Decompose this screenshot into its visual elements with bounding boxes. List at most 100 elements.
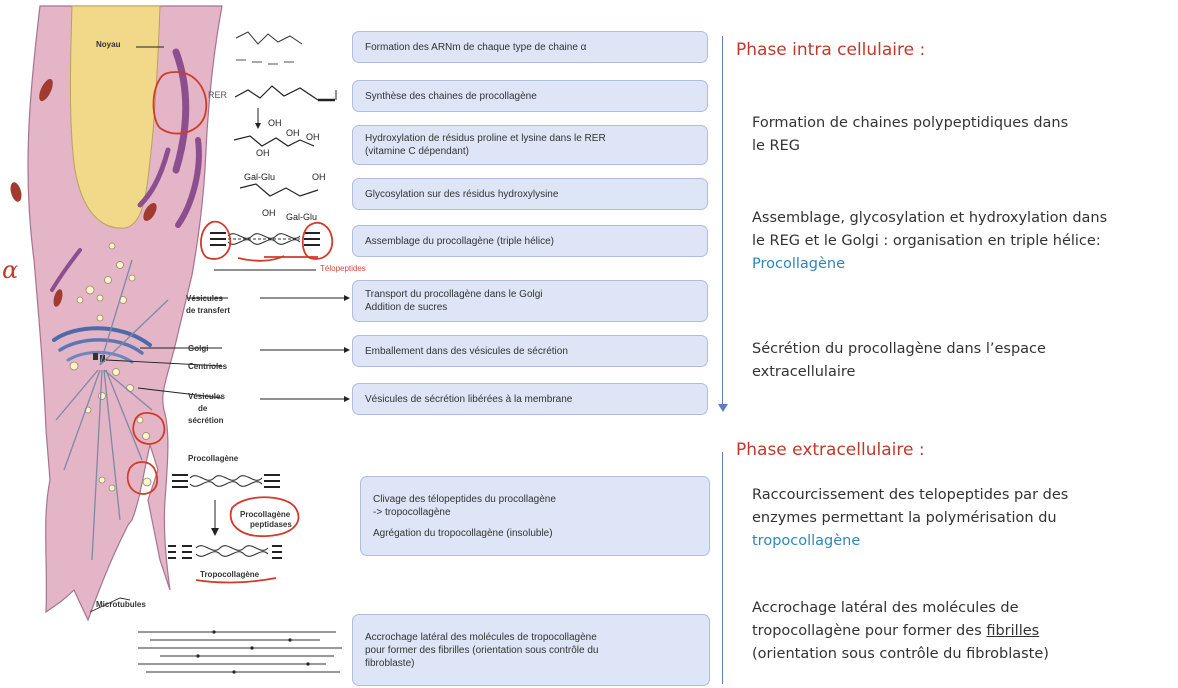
fibrils: [138, 631, 342, 673]
label-secretion-vesicles-1: Vésicules: [188, 392, 225, 401]
label-transfer-vesicles-2: de transfert: [186, 306, 231, 315]
mitochondrion-4: [53, 289, 63, 307]
label-golgi: Golgi: [188, 344, 209, 353]
step-box-10: Accrochage latéral des molécules de trop…: [352, 614, 710, 686]
label-oh-3: OH: [306, 132, 320, 142]
label-oh-4: OH: [256, 148, 270, 158]
step-box-1: Formation des ARNm de chaque type de cha…: [352, 31, 708, 63]
intra-phase-line: [722, 36, 723, 408]
step-text: Assemblage du procollagène (triple hélic…: [365, 235, 554, 247]
desc-line: Formation de chaines polypeptidiques dan…: [752, 115, 1069, 131]
step-text: pour former des fibrilles (orientation s…: [365, 644, 599, 656]
step-text: -> tropocollagène: [373, 506, 451, 518]
centriole-1: [93, 353, 98, 360]
label-procollagen: Procollagène: [188, 454, 239, 463]
step-box-7: Emballement dans des vésicules de sécrét…: [352, 335, 708, 367]
desc-telopeptide-shortening: Raccourcissement des telopeptides par de…: [752, 484, 1068, 553]
procollagen-helix: [227, 233, 301, 245]
label-tropocollagen: Tropocollagène: [200, 570, 260, 579]
desc-line: enzymes permettant la polymérisation du: [752, 510, 1057, 526]
leader-lines: [89, 46, 228, 613]
step-text: Glycosylation sur des résidus hydroxylys…: [365, 188, 559, 200]
fibril-heads: [196, 630, 310, 674]
step-text: Synthèse des chaines de procollagène: [365, 90, 537, 102]
step-text: Accrochage latéral des molécules de trop…: [365, 631, 597, 643]
step-text: Hydroxylation de résidus proline et lysi…: [365, 133, 606, 144]
label-transfer-vesicles-1: Vésicules: [186, 294, 223, 303]
label-oh-1: OH: [268, 118, 282, 128]
tropocollagen-helix: [195, 545, 269, 557]
step-spacer: [373, 519, 697, 527]
desc-secretion: Sécrétion du procollagène dans l’espace …: [752, 338, 1046, 384]
label-nucleus: Noyau: [96, 40, 121, 49]
golgi-stack-1: [52, 326, 152, 347]
desc-polypeptide-formation: Formation de chaines polypeptidiques dan…: [752, 112, 1068, 158]
desc-line: (orientation sous contrôle du fibroblast…: [752, 646, 1049, 662]
label-telopeptides: Télopeptides: [320, 264, 366, 273]
desc-line-prefix: tropocollagène pour former des: [752, 623, 987, 639]
label-rer: RER: [208, 90, 228, 100]
step-arrows: [260, 297, 344, 400]
desc-line: Raccourcissement des telopeptides par de…: [752, 487, 1069, 503]
label-oh-6: OH: [262, 208, 276, 218]
desc-line: Sécrétion du procollagène dans l’espace: [752, 341, 1046, 357]
step-box-2: Synthèse des chaines de procollagène: [352, 80, 708, 112]
desc-tropocollagen-highlight: tropocollagène: [752, 533, 861, 549]
nucleus: [69, 5, 161, 229]
golgi-stack-2: [58, 338, 144, 355]
red-annotations: [126, 71, 334, 584]
golgi-stack-3: [66, 350, 134, 364]
label-secretion-vesicles-3: sécrétion: [188, 416, 224, 425]
rough-er-2: [175, 137, 202, 228]
microtubules-lines: [55, 259, 169, 561]
step-box-8: Vésicules de sécrétion libérées à la mem…: [352, 383, 708, 415]
handwritten-alpha: α: [2, 256, 19, 284]
label-procollagen-peptidases-2: peptidases: [250, 520, 292, 529]
extra-phase-line: [722, 452, 723, 684]
step-text: Clivage des télopeptides du procollagène: [373, 493, 556, 505]
tropocollagen-ends: [168, 545, 282, 559]
desc-procollagen-highlight: Procollagène: [752, 256, 846, 272]
label-secretion-vesicles-2: de: [198, 404, 208, 413]
phase-intra-title: Phase intra cellulaire :: [736, 40, 926, 60]
step-text: (vitamine C dépendant): [365, 146, 469, 157]
step-arrowheads: [344, 295, 350, 402]
label-oh-5: OH: [312, 172, 326, 182]
step-text: Addition de sucres: [365, 302, 448, 313]
intra-phase-arrowhead: [718, 404, 728, 412]
label-microtubules: Microtubules: [96, 600, 146, 609]
step-text: Transport du procollagène dans le Golgi: [365, 289, 543, 300]
step-text: Formation des ARNm de chaque type de cha…: [365, 41, 587, 53]
glycosylation-chain: [239, 183, 319, 197]
desc-line: Assemblage, glycosylation et hydroxylati…: [752, 210, 1108, 226]
desc-assembly: Assemblage, glycosylation et hydroxylati…: [752, 207, 1107, 276]
procollagen-helix-2: [189, 475, 263, 487]
label-gal-glu-1: Gal-Glu: [244, 172, 276, 182]
fibroblast-diagram: [10, 5, 350, 674]
step-box-3: Hydroxylation de résidus proline et lysi…: [352, 125, 708, 165]
mitochondrion-1: [39, 78, 53, 102]
label-gal-glu-2: Gal-Glu: [286, 212, 318, 222]
desc-line: Accrochage latéral des molécules de: [752, 600, 1019, 616]
conversion-arrow-head: [211, 528, 219, 536]
step-box-4: Glycosylation sur des résidus hydroxylys…: [352, 178, 708, 210]
label-procollagen-peptidases-1: Procollagène: [240, 510, 291, 519]
down-arrow-1-head: [255, 123, 261, 129]
phase-extra-title: Phase extracellulaire :: [736, 440, 925, 460]
desc-line: extracellulaire: [752, 364, 856, 380]
step-text: Vésicules de sécrétion libérées à la mem…: [365, 393, 573, 405]
step-box-6: Transport du procollagène dans le Golgi …: [352, 280, 708, 322]
desc-line: le REG et le Golgi : organisation en tri…: [752, 233, 1101, 249]
polypeptide-chain: [234, 85, 319, 101]
step-text: Emballement dans des vésicules de sécrét…: [365, 345, 568, 357]
vesicles: [69, 242, 152, 492]
desc-line: tropocollagène pour former des fibrilles: [752, 620, 1049, 643]
step-box-5: Assemblage du procollagène (triple hélic…: [352, 225, 708, 257]
procollagen-2-ends: [172, 474, 280, 488]
rough-er-3: [137, 147, 171, 208]
label-oh-2: OH: [286, 128, 300, 138]
mrna-dashes: [236, 59, 294, 65]
step-text: Agrégation du tropocollagène (insoluble): [373, 527, 553, 539]
step-text: fibroblaste): [365, 657, 415, 669]
hydroxylation-chain: [233, 135, 315, 147]
